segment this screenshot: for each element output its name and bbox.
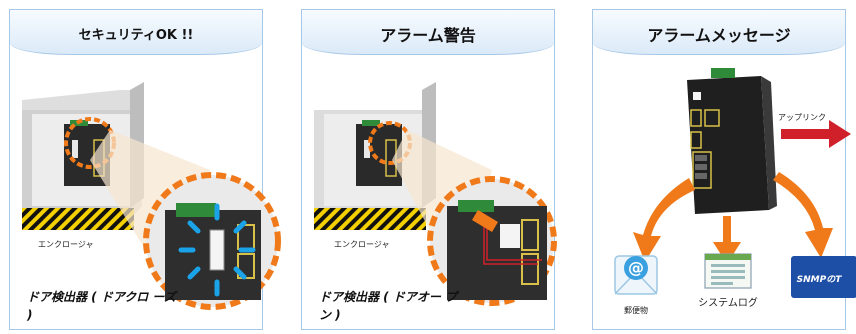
panel-header: アラーム警告 [302, 10, 554, 55]
panel-alarm-warning: アラーム警告 エンクロージャ ドア検出器 ( ドアオー プン ) [301, 9, 557, 330]
enclosure-label: エンクロージャ [38, 240, 94, 249]
panel-header: セキュリティOK !! [10, 10, 262, 55]
snmp-trap-label: SNMPのT [796, 275, 842, 285]
syslog-label: システムログ [698, 298, 758, 309]
enclosure-illustration [314, 82, 557, 306]
hazard-stripe [22, 208, 134, 230]
email-icon: @ [614, 255, 658, 295]
syslog-window-icon [704, 253, 752, 289]
panel-alarm-message: アラームメッセージ @ [592, 9, 856, 330]
door-sensor-description: ドア検出器 ( ドアクロ ーズ ) [27, 290, 176, 322]
uplink-label: アップリンク [778, 113, 826, 122]
door-open-indicator [483, 222, 542, 265]
uplink-arrow [781, 120, 851, 148]
svg-text:@: @ [628, 258, 644, 277]
snmp-trap-icon [791, 256, 856, 298]
panel-title: アラーム警告 [380, 26, 476, 45]
panel-title: アラームメッセージ [647, 26, 791, 45]
alarm-flow-illustration: @ [614, 68, 856, 298]
panel-header: アラームメッセージ [593, 10, 845, 55]
door-sensor-description: ドア検出器 ( ドアオー プン ) [319, 290, 458, 322]
enclosure-label: エンクロージャ [334, 240, 390, 249]
enclosure-illustration [22, 82, 281, 310]
email-label: 郵便物 [624, 306, 648, 315]
door-closed-indicator [178, 203, 256, 297]
hazard-stripe [314, 208, 426, 230]
panel-security-ok: セキュリティOK !! [9, 9, 281, 330]
panel-title: セキュリティOK !! [78, 28, 194, 43]
alert-arrows [633, 172, 833, 264]
